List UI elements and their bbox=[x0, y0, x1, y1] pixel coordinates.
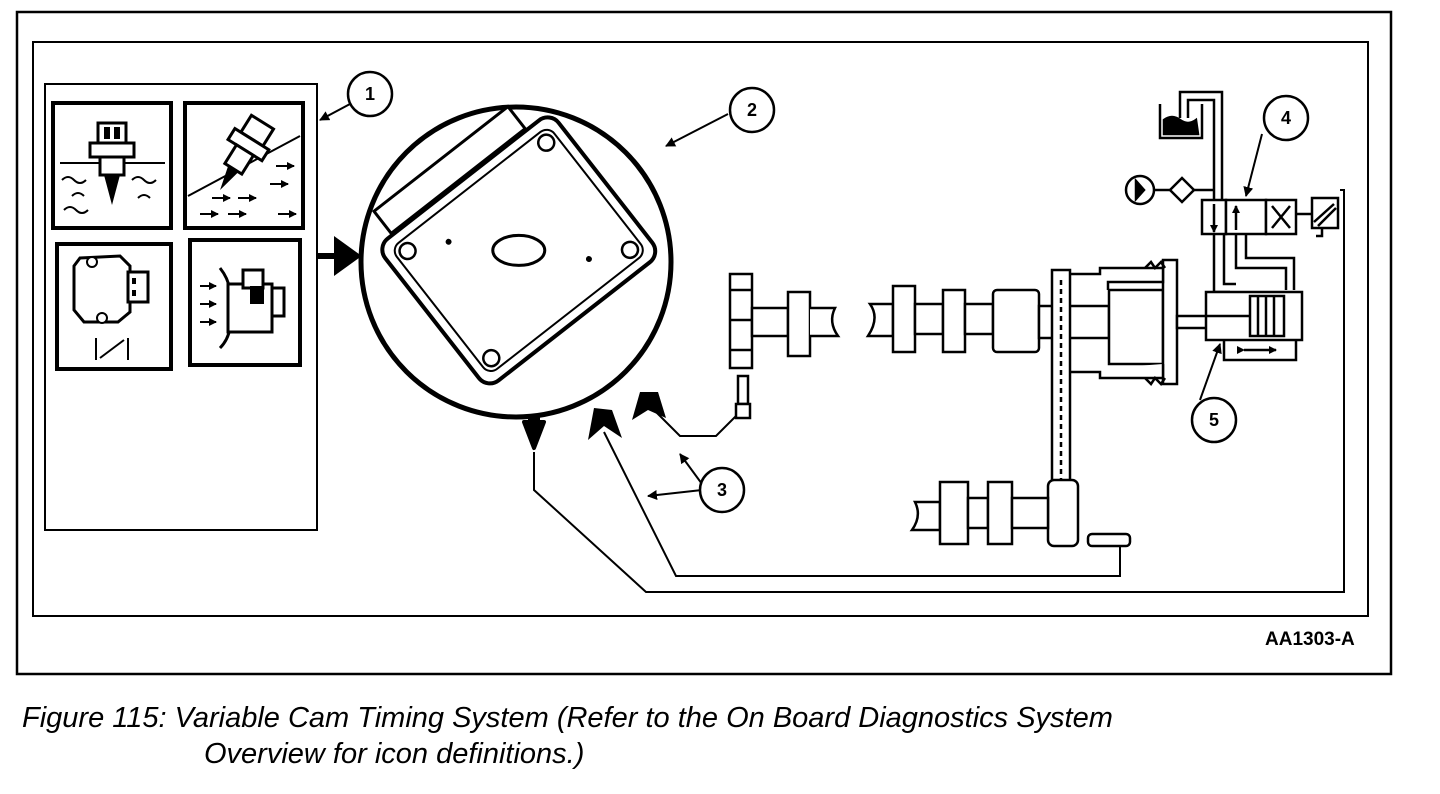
callout-leaders bbox=[319, 103, 1263, 500]
powertrain-control-module bbox=[358, 104, 674, 420]
sensor-icon-panel bbox=[44, 83, 318, 531]
callout-5: 5 bbox=[1190, 396, 1238, 444]
inner-frame bbox=[32, 41, 1369, 617]
figure-caption: Figure 115: Variable Cam Timing System (… bbox=[22, 700, 1113, 772]
callout-4: 4 bbox=[1262, 94, 1310, 142]
figure-id-code: AA1303-A bbox=[1265, 629, 1355, 650]
caption-line-2: Overview for icon definitions.) bbox=[204, 738, 585, 770]
callout-3: 3 bbox=[698, 466, 746, 514]
svg-text:1: 1 bbox=[365, 84, 375, 104]
crank-input-arrow bbox=[588, 408, 622, 440]
svg-text:4: 4 bbox=[1281, 108, 1291, 128]
outer-frame bbox=[15, 10, 1393, 676]
input-arrow bbox=[317, 236, 362, 276]
vct-actuator bbox=[1204, 290, 1304, 362]
intake-air-temperature-sensor-icon bbox=[183, 101, 305, 230]
camshaft-assembly bbox=[728, 258, 1213, 548]
caption-line-1: Figure 115: Variable Cam Timing System (… bbox=[22, 702, 1113, 734]
output-arrow bbox=[522, 414, 546, 450]
mass-air-flow-sensor-icon bbox=[188, 238, 302, 367]
engine-coolant-temperature-sensor-icon bbox=[51, 101, 173, 230]
callout-2: 2 bbox=[728, 86, 776, 134]
throttle-position-sensor-icon bbox=[55, 242, 173, 371]
wiring bbox=[533, 189, 1345, 593]
svg-text:5: 5 bbox=[1209, 410, 1219, 430]
callout-1: 1 bbox=[346, 70, 394, 118]
svg-text:2: 2 bbox=[747, 100, 757, 120]
variable-cam-timing-diagram: 1 2 3 4 5 AA1303-A bbox=[15, 10, 1393, 676]
vct-solenoid-assembly bbox=[1124, 90, 1340, 294]
svg-text:3: 3 bbox=[717, 480, 727, 500]
